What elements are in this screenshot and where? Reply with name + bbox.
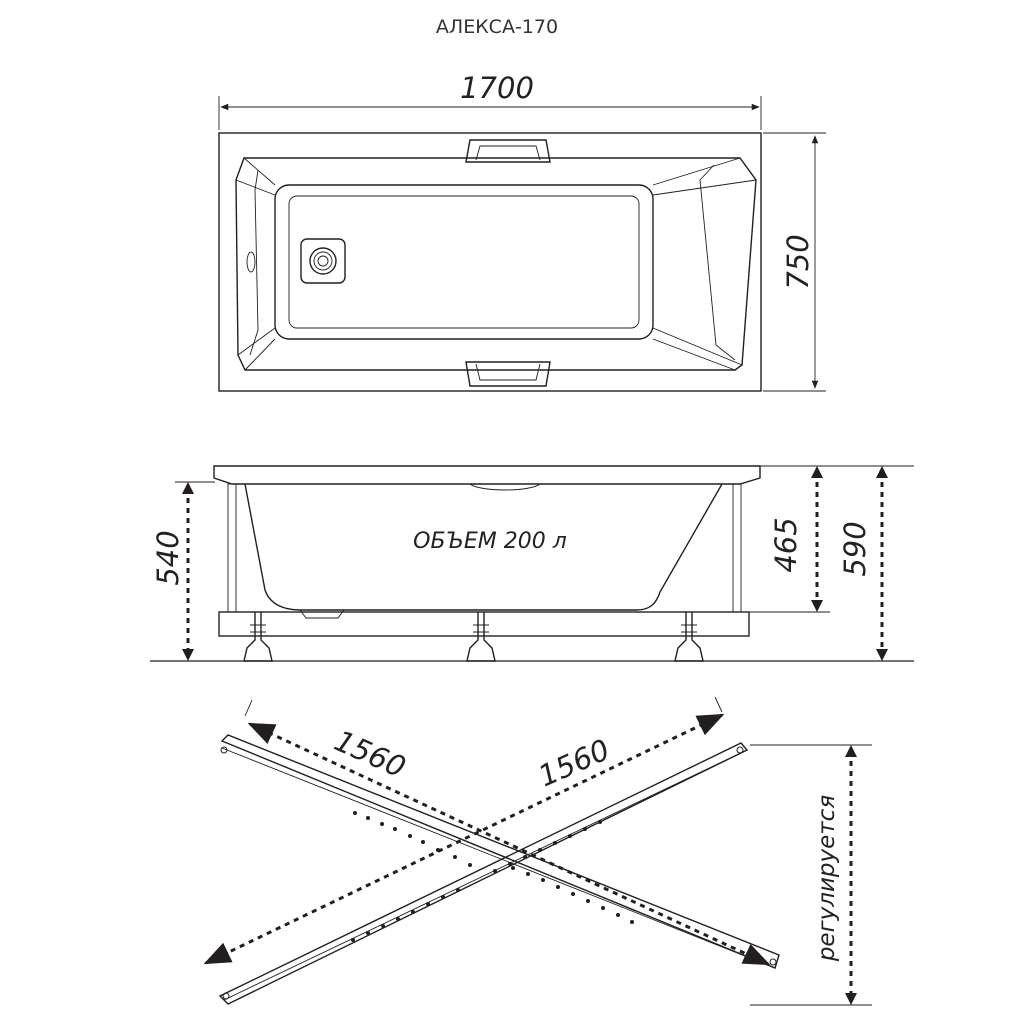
drain-icon (300, 238, 346, 284)
height-465-value: 465 (769, 517, 803, 572)
adjustable-foot-icon (674, 612, 704, 662)
tub-body-side (244, 483, 723, 611)
tub-rim-side (213, 465, 761, 485)
length-value: 1700 (460, 71, 534, 105)
tub-bottom (274, 184, 654, 340)
adjustable-dimension: регулируется (750, 744, 872, 1006)
height-540-value: 540 (151, 530, 185, 585)
model-title: АЛЕКСА-170 (436, 16, 558, 38)
side-view: ОБЪЕМ 200 л 540 465 590 (150, 465, 914, 662)
adjustable-label: регулируется (814, 795, 840, 962)
diagonal-left-value: 1560 (329, 723, 410, 784)
height-590-value: 590 (838, 521, 872, 576)
diagonal-left-dimension: 1560 (244, 699, 771, 966)
tub-rim (218, 132, 762, 392)
frame-bar-right (218, 742, 749, 1005)
overflow-icon (246, 251, 256, 273)
frame-bar-left (220, 734, 780, 969)
diagonal-right-value: 1560 (533, 732, 614, 793)
width-dimension: 750 (763, 132, 826, 392)
adjustable-foot-icon (243, 612, 273, 662)
adjustable-foot-icon (466, 612, 496, 662)
handle-top-icon (465, 139, 551, 163)
height-540-dimension: 540 (151, 482, 194, 661)
volume-label: ОБЪЕМ 200 л (413, 529, 567, 554)
height-465-dimension: 465 (769, 466, 823, 612)
frame-view: 1560 1560 регулируется (203, 696, 872, 1006)
height-590-dimension: 590 (838, 466, 888, 661)
width-value: 750 (781, 234, 815, 289)
top-view: 1700 (218, 71, 826, 392)
handle-bottom-icon (465, 361, 551, 387)
diagonal-right-dimension: 1560 (203, 696, 725, 965)
length-dimension: 1700 (218, 71, 762, 130)
